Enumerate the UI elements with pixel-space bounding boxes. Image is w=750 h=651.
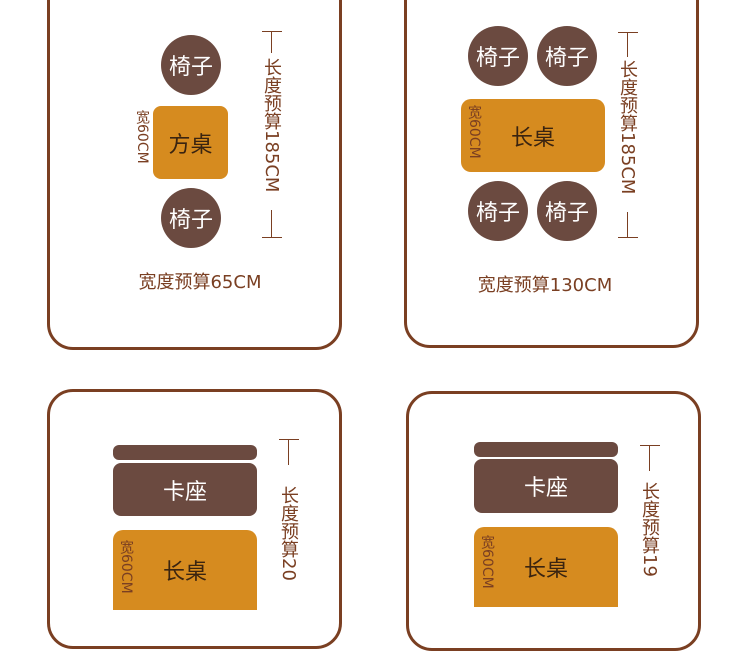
length-budget-label: 长度预算19 [639, 482, 660, 577]
chair-top-right: 椅子 [537, 26, 597, 86]
chair-bottom-left: 椅子 [468, 181, 528, 241]
dimension-line-lower [271, 210, 272, 237]
width-budget-label: 宽度预算65CM [138, 272, 262, 293]
dimension-tick-top [640, 445, 660, 446]
dimension-tick-bottom [262, 237, 282, 238]
length-budget-label: 长度预算185CM [617, 60, 638, 195]
dimension-line [271, 31, 272, 53]
length-budget-label: 长度预算185CM [261, 58, 282, 193]
dimension-tick-top [262, 31, 282, 32]
square-table: 方桌 [153, 106, 228, 179]
dimension-line-lower [627, 212, 628, 237]
dimension-line [649, 445, 650, 471]
width-60-label: 宽60CM [134, 110, 150, 164]
width-60-label: 宽60CM [466, 105, 482, 159]
long-table: 长桌 [113, 530, 257, 610]
long-table: 长桌 [461, 99, 605, 172]
width-60-label: 宽60CM [118, 540, 134, 594]
dimension-tick-top [279, 439, 299, 440]
dimension-tick-top [618, 32, 638, 33]
chair-bottom: 椅子 [161, 188, 221, 248]
length-budget-label: 长度预算20 [278, 486, 299, 581]
booth-backrest [113, 445, 257, 460]
chair-top: 椅子 [161, 35, 221, 95]
booth-backrest [474, 442, 618, 457]
chair-bottom-right: 椅子 [537, 181, 597, 241]
long-table: 长桌 [474, 527, 618, 607]
width-budget-label: 宽度预算130CM [477, 275, 613, 296]
dimension-tick-bottom [618, 237, 638, 238]
booth-seat: 卡座 [113, 463, 257, 516]
dimension-line [288, 439, 289, 465]
width-60-label: 宽60CM [479, 535, 495, 589]
chair-top-left: 椅子 [468, 26, 528, 86]
dimension-line [627, 32, 628, 57]
booth-seat: 卡座 [474, 459, 618, 513]
